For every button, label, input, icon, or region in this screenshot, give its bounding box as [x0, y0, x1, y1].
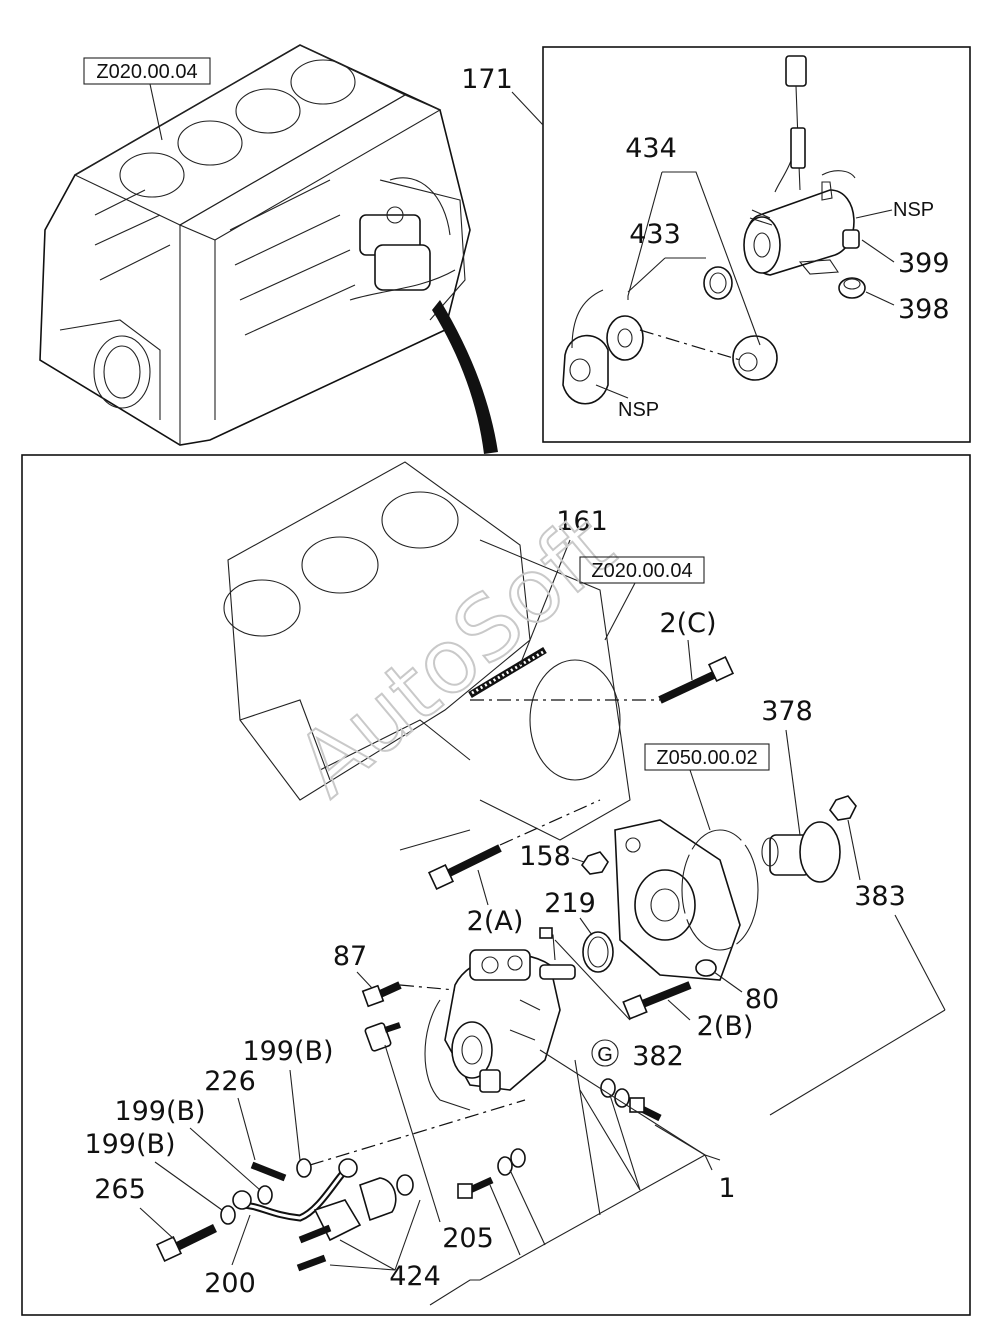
- pump-flange-plate: [614, 819, 759, 981]
- callout-199b-2: 199(B): [114, 1096, 205, 1127]
- watermark-text: AutoSoft: [277, 494, 633, 816]
- ref-lower-block: Z020.00.04: [591, 560, 692, 582]
- ref-box-top-block: [83, 57, 211, 85]
- ref-flange: Z050.00.02: [656, 747, 757, 769]
- ref-box-lower-block: [579, 556, 705, 584]
- callout-2b: 2(B): [697, 1011, 754, 1042]
- callout-382: 382: [632, 1041, 684, 1072]
- callout-424: 424: [389, 1261, 441, 1292]
- callout-399: 399: [898, 248, 950, 279]
- engine-block-overview: [39, 44, 471, 446]
- callout-158: 158: [519, 841, 571, 872]
- callout-219: 219: [544, 888, 596, 919]
- callout-398: 398: [898, 294, 950, 325]
- callout-2c: 2(C): [659, 608, 716, 639]
- inset-frame-fuel-pump: [542, 46, 971, 443]
- callout-378: 378: [761, 696, 813, 727]
- detail-frame-injection-pump: [21, 454, 971, 1316]
- callout-1: 1: [718, 1173, 735, 1204]
- callout-161: 161: [556, 506, 608, 537]
- callout-199b-1: 199(B): [242, 1036, 333, 1067]
- g-marker-circle: [591, 1039, 619, 1067]
- callout-nsp-top: NSP: [893, 199, 934, 221]
- inset-fuel-pump-parts: [562, 55, 866, 405]
- callout-171: 171: [461, 64, 513, 95]
- callout-nsp-bottom: NSP: [618, 399, 659, 421]
- callout-87: 87: [333, 941, 367, 972]
- ref-box-flange: [644, 743, 770, 771]
- callout-200: 200: [204, 1268, 256, 1299]
- callout-2a: 2(A): [467, 906, 524, 937]
- g-marker: G: [597, 1044, 613, 1066]
- callout-80: 80: [745, 984, 779, 1015]
- injection-pump-assembly: [424, 927, 576, 1111]
- callout-265: 265: [94, 1174, 146, 1205]
- callout-433: 433: [629, 219, 681, 250]
- ref-top-block: Z020.00.04: [96, 61, 197, 83]
- callout-434: 434: [625, 133, 677, 164]
- callout-383: 383: [854, 881, 906, 912]
- callout-226: 226: [204, 1066, 256, 1097]
- detail-pointer-arrow: [432, 300, 498, 454]
- pump-drive-gear: [761, 821, 841, 883]
- callout-205: 205: [442, 1223, 494, 1254]
- callout-199b-3: 199(B): [84, 1129, 175, 1160]
- overflow-valve-424: [296, 1174, 414, 1272]
- engine-block-outline: [223, 461, 631, 851]
